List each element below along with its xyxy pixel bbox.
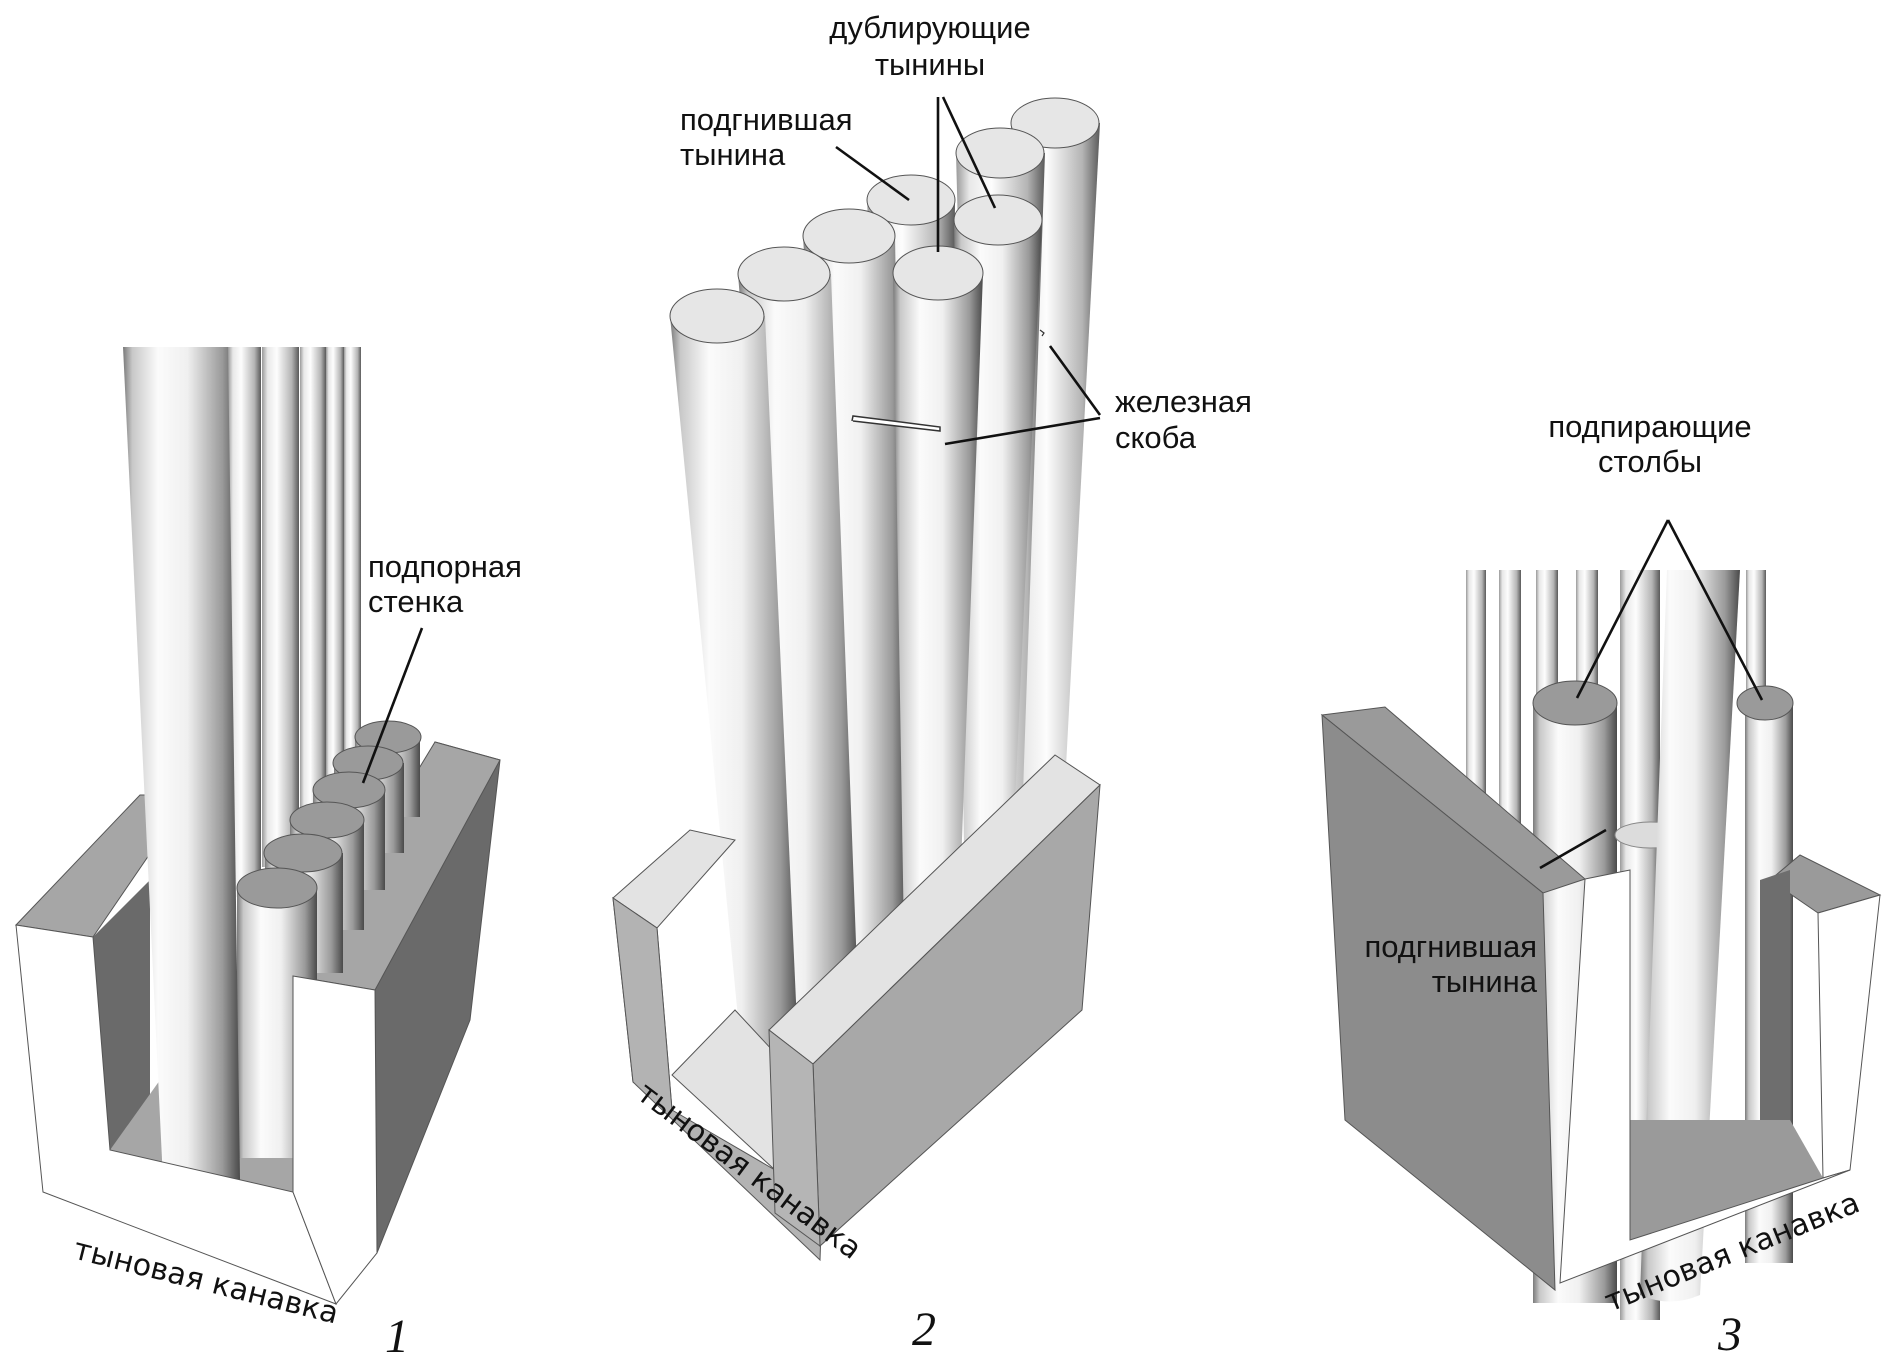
leader-rotten-log-2 — [835, 145, 910, 202]
log — [344, 347, 361, 787]
log-cap — [953, 194, 1043, 246]
trench3-right-front — [1817, 894, 1881, 1179]
log-cap — [802, 208, 896, 264]
trench-left-wall-inner — [93, 880, 150, 1150]
figure-2: дублирующие тынины подгнившая тынина жел… — [612, 10, 1252, 1356]
trench3-front — [1559, 869, 1851, 1284]
label-iron-staple-1: железная — [1115, 384, 1252, 419]
log — [300, 347, 326, 827]
post-cap — [236, 867, 318, 909]
supporting-post-right-cap — [1736, 685, 1794, 721]
figure-number-2: 2 — [912, 1303, 936, 1356]
label-rotten-log-2b: тынина — [680, 137, 786, 172]
leader-staple-b — [944, 416, 1101, 446]
leader-retaining-wall — [361, 627, 424, 784]
label-supporting-posts-1: подпирающие — [1548, 409, 1751, 444]
iron-staple — [851, 415, 941, 432]
label-iron-staple-2: скоба — [1115, 420, 1197, 455]
post-cap — [263, 833, 343, 873]
figure-3: подпирающие столбы подгнившая тынина тын… — [1320, 409, 1882, 1361]
label-duplicating-logs-2: тынины — [875, 47, 985, 82]
trench2-right-end — [768, 1028, 821, 1248]
log-cap — [1010, 97, 1100, 149]
leader-rotten-log-3 — [1539, 828, 1607, 870]
label-retaining-wall-1: подпорная — [368, 549, 522, 584]
log — [326, 347, 344, 807]
logs-fig1 — [228, 347, 361, 897]
label-rotten-log-3b: тынина — [1432, 964, 1538, 999]
iron-staple-small — [1039, 329, 1045, 337]
log — [262, 347, 299, 867]
main-log-3 — [1640, 570, 1740, 1302]
label-rotten-log-2a: подгнившая — [680, 102, 853, 137]
figure-number-1: 1 — [385, 1310, 409, 1363]
log-cap-rotten — [866, 174, 956, 226]
label-supporting-posts-2: столбы — [1598, 444, 1702, 479]
trench3-floor — [1630, 1120, 1823, 1240]
trench3-left-face — [1321, 713, 1556, 1292]
log-cap — [955, 127, 1045, 179]
trench3-inner-right — [1760, 870, 1790, 1160]
leader-staple-a — [1048, 345, 1102, 416]
log-a — [670, 316, 800, 1095]
retaining-wall-posts — [236, 720, 422, 1158]
label-rotten-log-3a: подгнившая — [1364, 929, 1537, 964]
label-retaining-wall-2: стенка — [368, 584, 464, 619]
post-cap — [289, 801, 365, 839]
figure-1: подпорная стенка тыновая канавка 1 — [14, 347, 522, 1363]
leader-post-right — [1666, 519, 1764, 701]
supporting-post-left-cap — [1532, 680, 1618, 726]
figure-number-3: 3 — [1717, 1308, 1742, 1361]
main-log — [123, 347, 240, 1193]
log-cap — [737, 246, 831, 302]
leader-post-left — [1575, 519, 1670, 699]
log-cap — [892, 245, 984, 301]
leader-duplicate-b — [941, 96, 997, 209]
logs-fig2 — [669, 97, 1100, 1095]
log-duplicate-front — [893, 273, 983, 1000]
log-cap — [669, 288, 765, 344]
label-duplicating-logs-1: дублирующие — [829, 10, 1030, 45]
trench-right-block-front — [292, 975, 378, 1305]
